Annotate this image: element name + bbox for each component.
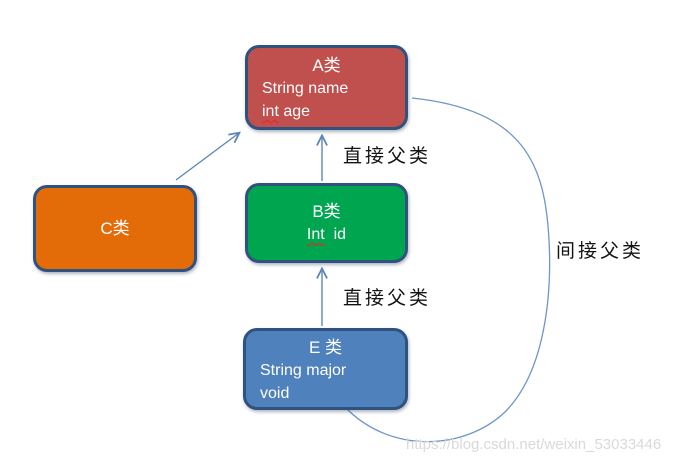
label-indirect-parent: 间接父类 [556,241,645,262]
class-box-c: C类 [33,185,197,272]
label-direct-parent-upper: 直接父类 [343,146,432,167]
class-box-c-title: C类 [100,218,130,238]
misspelled-word-int: int [262,103,279,120]
class-a-field-age: int age [248,100,405,123]
misspelled-word-Int: Int [306,226,325,243]
class-box-e-title: E 类 [308,338,343,357]
inheritance-arrow-c-to-a [175,133,239,181]
class-b-field-id: Int id [248,223,405,246]
class-box-b-title: B类 [312,202,341,221]
class-a-field-name: String name [262,80,349,97]
class-box-a-title: A类 [312,56,341,75]
class-box-b: B类 Int id [245,183,408,263]
watermark-url: https://blog.csdn.net/weixin_53033446 [406,436,662,453]
class-box-a: A类 String name int age [245,45,408,130]
label-direct-parent-lower: 直接父类 [343,288,432,309]
class-e-field-major: String major [260,362,347,379]
class-e-field-void: void [260,385,290,402]
field-id-rest: id [324,226,347,243]
class-box-e: E 类 String major void [243,328,408,410]
field-age-rest: age [278,103,311,120]
